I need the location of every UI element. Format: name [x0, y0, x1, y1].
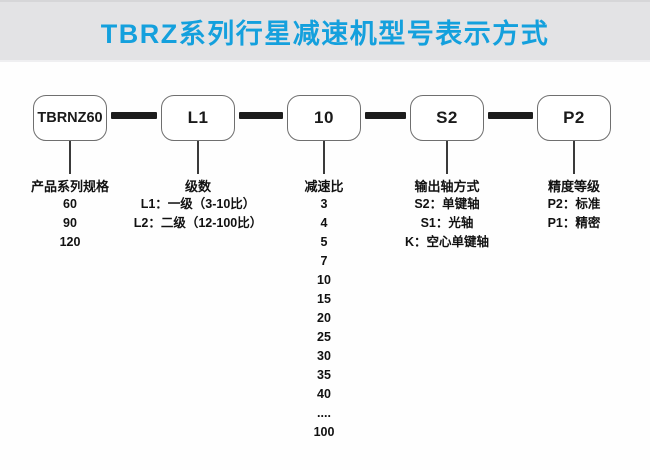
list-item: K：空心单键轴 — [404, 235, 490, 249]
pointer-line — [323, 141, 325, 174]
list-item: L2：二级（12-100比） — [133, 216, 263, 230]
model-box-series: TBRNZ60 — [33, 95, 107, 141]
list-item: 40 — [317, 387, 331, 401]
pointer-line — [573, 141, 575, 174]
series-options-list: 60 90 120 — [0, 195, 155, 252]
column-label-stages: 级数 — [184, 179, 211, 194]
connector-line — [239, 112, 283, 119]
ratio-options-list: 3 4 5 7 10 15 20 25 30 35 40 .... 100 — [239, 195, 409, 442]
column-label-precision: 精度等级 — [547, 179, 600, 194]
connector-line — [111, 112, 157, 119]
list-item: 90 — [63, 216, 77, 230]
pointer-line — [69, 141, 71, 174]
pointer-line — [446, 141, 448, 174]
title-bar: TBRZ系列行星减速机型号表示方式 — [0, 0, 650, 62]
list-item: 4 — [320, 216, 328, 230]
list-item: 10 — [317, 273, 331, 287]
column-label-ratio: 减速比 — [304, 179, 344, 194]
list-item: 120 — [59, 235, 81, 249]
list-item-ellipsis: .... — [317, 406, 331, 420]
list-item: 15 — [317, 292, 331, 306]
list-item: S2：单键轴 — [414, 197, 480, 211]
page-title: TBRZ系列行星减速机型号表示方式 — [100, 18, 550, 49]
model-box-stages: L1 — [161, 95, 235, 141]
model-box-precision: P2 — [537, 95, 611, 141]
model-box-ratio: 10 — [287, 95, 361, 141]
precision-options-list: P2：标准 P1：精密 — [489, 195, 650, 233]
connector-line — [365, 112, 406, 119]
list-item: L1：一级（3-10比） — [140, 197, 256, 211]
list-item: 3 — [320, 197, 328, 211]
column-label-output-shaft: 输出轴方式 — [414, 179, 480, 194]
list-item: S1：光轴 — [420, 216, 474, 230]
list-item: 60 — [63, 197, 77, 211]
model-box-output-shaft: S2 — [410, 95, 484, 141]
list-item: 100 — [313, 425, 335, 439]
list-item: 35 — [317, 368, 331, 382]
connector-line — [488, 112, 533, 119]
list-item: 30 — [317, 349, 331, 363]
list-item: 25 — [317, 330, 331, 344]
list-item: P1：精密 — [547, 216, 601, 230]
column-label-series: 产品系列规格 — [30, 179, 109, 194]
stages-options-list: L1：一级（3-10比） L2：二级（12-100比） — [113, 195, 283, 233]
list-item: P2：标准 — [547, 197, 601, 211]
list-item: 5 — [320, 235, 328, 249]
output-shaft-options-list: S2：单键轴 S1：光轴 K：空心单键轴 — [362, 195, 532, 252]
pointer-line — [197, 141, 199, 174]
list-item: 7 — [320, 254, 328, 268]
list-item: 20 — [317, 311, 331, 325]
